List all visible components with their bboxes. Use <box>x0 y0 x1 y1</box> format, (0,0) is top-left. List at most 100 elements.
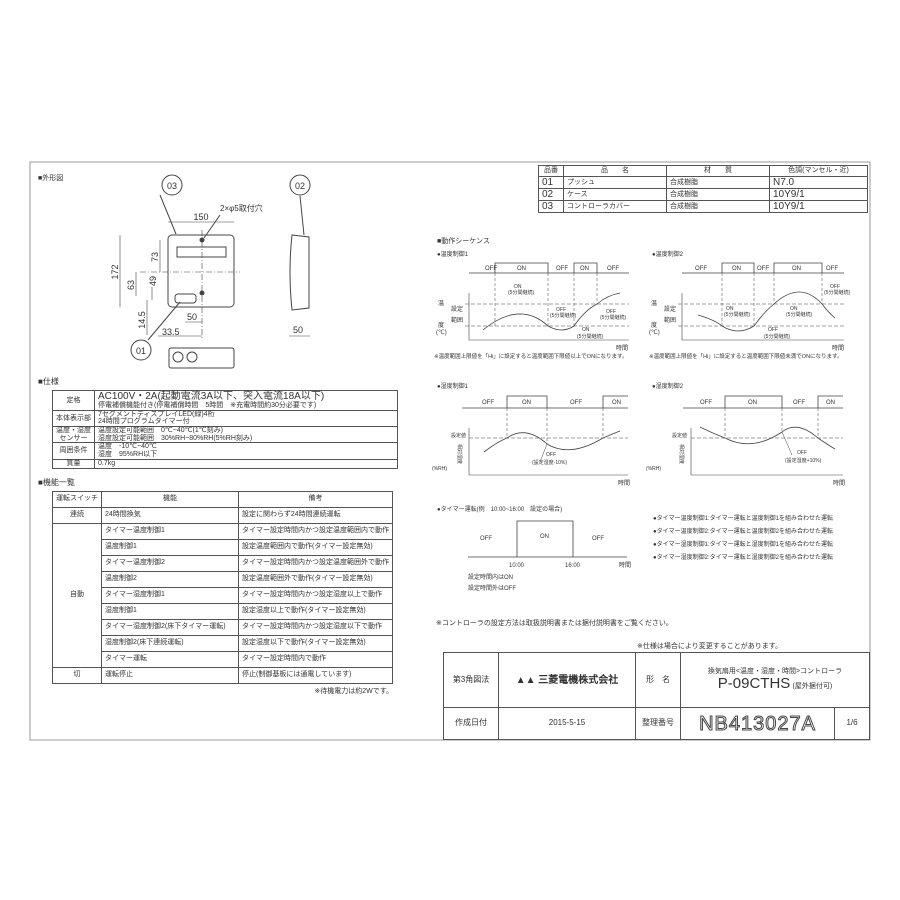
text-label: ON <box>582 327 590 333</box>
text-label: 換気扇用<温度・湿度・時間>コントローラ <box>707 667 843 675</box>
text-label: (5分間継続) <box>600 314 626 321</box>
text-label: 設定値 <box>451 432 466 439</box>
display-window <box>176 246 227 258</box>
text-label: OFF <box>570 400 582 406</box>
text-label: (5分間継続) <box>724 311 750 318</box>
dim-width: 150 <box>193 212 208 222</box>
text-label: 24時間換気 <box>101 506 239 524</box>
text-label: 整理番号 <box>635 707 681 740</box>
chart-title: ●温度制御1 <box>437 250 469 258</box>
section-spec: ■仕様 <box>38 377 59 386</box>
text-label: OFF <box>606 309 616 315</box>
text-label: (%RH) <box>432 466 447 472</box>
text-label: 設定温度範囲内で動作(タイマー設定無効) <box>238 538 393 556</box>
text-label: OFF <box>556 266 568 272</box>
text-label: タイマー湿度制御2(床下タイマー運転) <box>101 618 239 636</box>
text-label: 時間 <box>833 479 845 487</box>
text-label: OFF <box>826 266 838 272</box>
chart-title: ●湿度制御1 <box>437 382 469 390</box>
text-label: (5分間継続) <box>577 333 603 340</box>
text-label: N7.0 <box>769 176 868 189</box>
text-label: タイマー設定時間内かつ設定湿度以下で動作 <box>238 618 393 636</box>
text-label: 湿度制御2(床下連続運転) <box>101 634 239 652</box>
text-label: 合成樹脂 <box>666 188 770 201</box>
text-label: 機能 <box>101 490 239 508</box>
text-label: 温度制御2 <box>101 570 239 588</box>
text-label: (5分間継続) <box>550 312 576 319</box>
text-label: (℃) <box>649 329 660 336</box>
mounting-hole-label: 2×φ5取付穴 <box>220 203 263 213</box>
drawing-number: NB413027A <box>680 707 835 740</box>
text-label: OFF <box>695 266 707 272</box>
text-label: タイマー設定時間内かつ設定湿度以上で動作 <box>238 586 393 604</box>
text-label: 設定時間内はON <box>468 573 513 581</box>
text-label: ON <box>540 534 549 540</box>
text-label: 10Y9/1 <box>769 200 868 213</box>
side-view <box>289 234 310 311</box>
text-label: 度 <box>651 321 657 329</box>
text-label: 時間 <box>832 344 844 352</box>
dim-14-5: 14.5 <box>137 311 147 329</box>
text-label: 色調(マンセル・近) <box>769 165 868 177</box>
text-label: OFF <box>546 452 556 458</box>
text-label: 運転スイッチ <box>52 490 102 508</box>
text-label: 相対湿度 <box>678 444 685 464</box>
section-functions: ■機能一覧 <box>38 477 75 487</box>
section-sequence: ■動作シーケンス <box>437 236 490 245</box>
text-label: 第3角図法 <box>443 652 499 708</box>
text-label: タイマー設定時間内かつ設定温度範囲外で動作 <box>238 554 393 572</box>
text-label: 温度設定可能範囲 0℃~40℃(1℃刻み) <box>98 427 223 435</box>
text-label: ON <box>580 266 589 272</box>
text-label: 02 <box>538 188 564 201</box>
text-label: 温度制御1 <box>101 538 239 556</box>
text-label: 設定 <box>451 305 463 313</box>
text-label: 2015-5-15 <box>498 707 636 740</box>
text-label: 0.7kg <box>94 458 398 469</box>
text-label: タイマー運転 <box>101 650 239 668</box>
text-label: 品 名 <box>563 165 667 177</box>
text-label: OFF <box>607 266 619 272</box>
section-outline: ■外形図 <box>38 173 63 182</box>
outline-drawing: ■外形図 03 02 01 2×φ5取付穴 150 172 73 63 49 1… <box>38 173 311 369</box>
dim-50: 50 <box>187 312 197 322</box>
title-block: 第3角図法 ▲▲ 三菱電機株式会社 形 名 換気扇用<温度・湿度・時間>コントロ… <box>443 652 870 740</box>
text-label: 03 <box>538 200 564 213</box>
text-label: OFF <box>485 266 497 272</box>
text-label: 設定に関わらず24時間連続運転 <box>238 506 393 524</box>
text-label: 湿度設定可能範囲 30%RH~80%RH(5%RH刻み) <box>98 434 253 442</box>
text-label: タイマー設定時間内かつ設定温度範囲内で動作 <box>238 522 393 540</box>
text-label: ON <box>792 266 801 272</box>
text-label: ON <box>790 306 798 312</box>
text-label: 材 質 <box>666 165 770 177</box>
mitsubishi-logo-icon: ▲▲ <box>515 674 539 686</box>
table-row: タイマー運転タイマー設定時間内で動作 <box>53 650 393 668</box>
sheet-frame <box>29 161 871 741</box>
text-label: (5分間継続) <box>508 289 534 296</box>
text-label: OFF <box>700 400 712 406</box>
text-label: OFF <box>592 536 604 542</box>
text-label: 時間 <box>619 561 631 569</box>
text-label: 設定時間外はOFF <box>468 584 516 592</box>
text-label: タイマー湿度制御1 <box>101 586 239 604</box>
text-label: 範囲 <box>451 316 463 324</box>
text-label: 形 名 <box>635 652 681 708</box>
text-label: 設定値 <box>672 432 687 439</box>
text-label: ON <box>726 306 734 312</box>
text-label: 1/6 <box>834 707 870 740</box>
text-label: (屋外据付可) <box>792 682 833 690</box>
table-row: 切運転停止停止(制御基板には通電しています) <box>52 666 393 684</box>
combo-list: ●タイマー温度制御1:タイマー運転と温度制御1を組み合わせた運転 ●タイマー温度… <box>436 514 833 650</box>
text-label: 連続 <box>52 506 102 524</box>
text-label: P-09CTHS <box>717 674 791 692</box>
text-label: コントローラカバー <box>563 200 667 213</box>
